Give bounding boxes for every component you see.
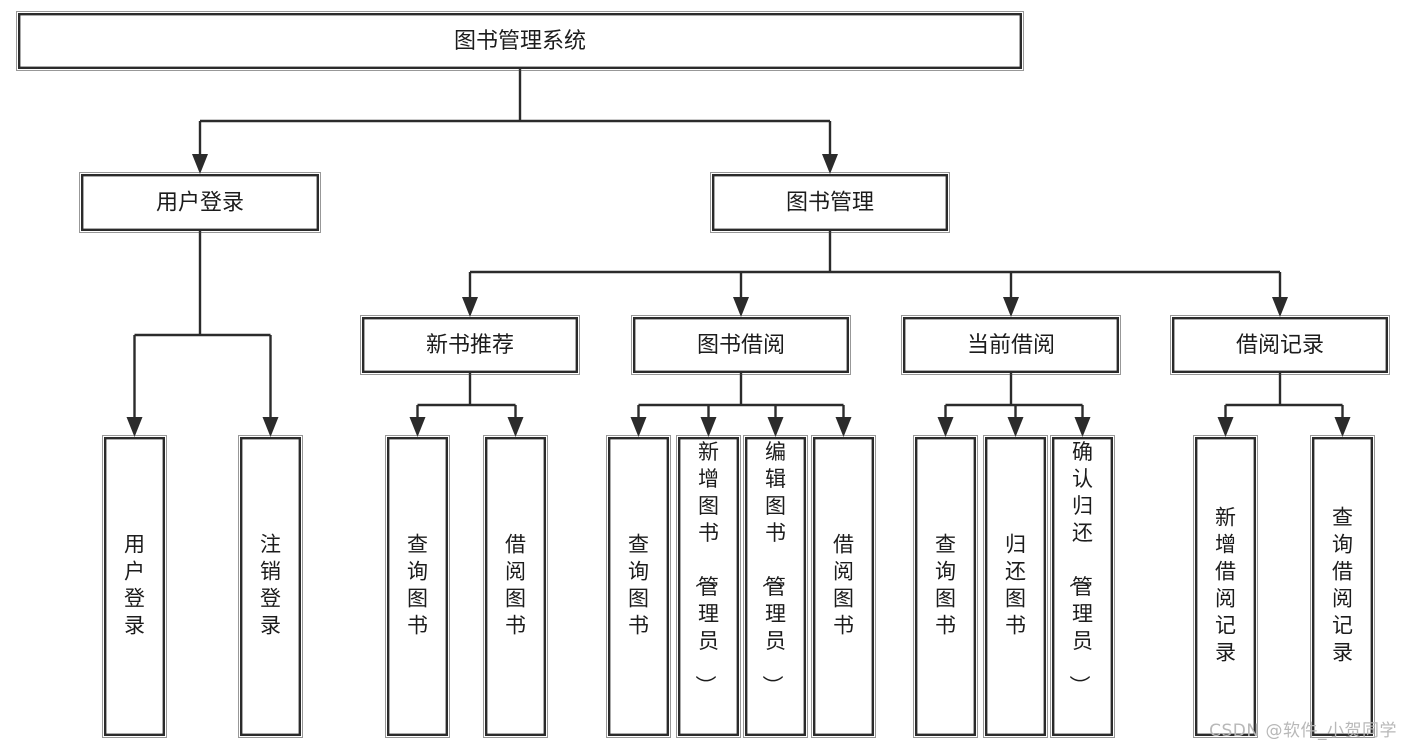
node-book-manage[interactable]: 图书管理: [710, 172, 950, 233]
node-label-leaf-add-book: 新增图书（管理员）: [693, 440, 719, 696]
node-label-book-borrow: 图书借阅: [697, 333, 785, 358]
node-leaf-borrow-book[interactable]: 借阅图书: [811, 435, 876, 738]
node-root[interactable]: 图书管理系统: [16, 11, 1024, 71]
connector-layer: [126, 69, 1351, 437]
node-leaf-query-book-current[interactable]: 查询图书: [913, 435, 978, 738]
node-label-new-book-recommend: 新书推荐: [426, 333, 514, 358]
node-label-leaf-query-book-rec: 查询图书: [407, 533, 428, 638]
node-leaf-edit-book[interactable]: 编辑图书（管理员）: [743, 435, 808, 738]
connector-edge-bookborrow-split: [630, 373, 852, 437]
node-label-user-login: 用户登录: [156, 191, 244, 216]
node-label-leaf-query-book-current: 查询图书: [935, 533, 956, 638]
node-label-leaf-add-borrow-record: 新增借阅记录: [1215, 506, 1236, 665]
node-label-leaf-edit-book: 编辑图书（管理员）: [760, 440, 786, 696]
node-leaf-query-borrow-record[interactable]: 查询借阅记录: [1310, 435, 1375, 738]
node-leaf-return-book[interactable]: 归还图书: [983, 435, 1048, 738]
node-leaf-query-book-rec[interactable]: 查询图书: [385, 435, 450, 738]
node-label-leaf-query-borrow-record: 查询借阅记录: [1332, 506, 1353, 665]
node-label-borrow-record: 借阅记录: [1236, 333, 1324, 358]
node-leaf-add-borrow-record[interactable]: 新增借阅记录: [1193, 435, 1258, 738]
node-leaf-confirm-return[interactable]: 确认归还（管理员）: [1050, 435, 1115, 738]
node-user-login[interactable]: 用户登录: [79, 172, 321, 233]
node-label-current-borrow: 当前借阅: [967, 333, 1055, 358]
node-leaf-borrow-book-rec[interactable]: 借阅图书: [483, 435, 548, 738]
connector-edge-newbook-split: [409, 373, 524, 437]
node-leaf-logout-login[interactable]: 注销登录: [238, 435, 303, 738]
node-label-root: 图书管理系统: [454, 29, 586, 54]
node-label-leaf-borrow-book: 借阅图书: [833, 533, 854, 638]
node-leaf-user-login[interactable]: 用户登录: [102, 435, 167, 738]
node-leaf-add-book[interactable]: 新增图书（管理员）: [676, 435, 741, 738]
node-label-leaf-borrow-book-rec: 借阅图书: [505, 533, 526, 638]
connector-edge-bookmanage-split: [462, 231, 1288, 317]
node-label-leaf-query-book-borrow: 查询图书: [628, 533, 649, 638]
node-layer: 图书管理系统用户登录图书管理新书推荐图书借阅当前借阅借阅记录用户登录注销登录查询…: [16, 11, 1390, 738]
node-borrow-record[interactable]: 借阅记录: [1170, 315, 1390, 375]
node-label-book-manage: 图书管理: [786, 191, 874, 216]
node-current-borrow[interactable]: 当前借阅: [901, 315, 1121, 375]
connector-edge-borrowrecord-split: [1217, 373, 1351, 437]
connector-edge-root-split: [192, 69, 838, 174]
node-leaf-query-book-borrow[interactable]: 查询图书: [606, 435, 671, 738]
connector-edge-userlogin-split: [126, 231, 279, 437]
node-book-borrow[interactable]: 图书借阅: [631, 315, 851, 375]
node-label-leaf-confirm-return: 确认归还（管理员）: [1067, 440, 1093, 696]
node-new-book-recommend[interactable]: 新书推荐: [360, 315, 580, 375]
connector-edge-currentborrow-split: [937, 373, 1091, 437]
node-label-leaf-user-login: 用户登录: [124, 533, 145, 638]
node-label-leaf-return-book: 归还图书: [1005, 533, 1026, 638]
node-label-leaf-logout-login: 注销登录: [260, 533, 281, 638]
